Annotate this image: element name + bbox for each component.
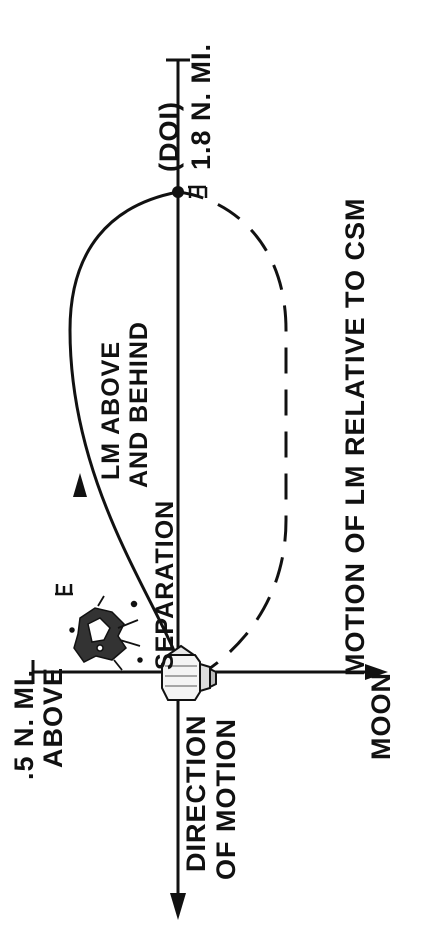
separation-label: SEPARATION [151, 500, 179, 670]
direction-label-line2: OF MOTION [211, 718, 241, 880]
doi-label: (DOI) [154, 101, 184, 172]
above-label-line1: .5 N. MI. [9, 669, 39, 780]
separation-debris-icon [70, 596, 142, 670]
moon-label: MOON [366, 672, 396, 760]
lm-icon-trajectory [55, 584, 73, 594]
lm-above-label-line1: LM ABOVE [97, 341, 125, 480]
doi-point [172, 186, 184, 198]
trajectory-arrowhead [73, 473, 87, 497]
relative-motion-path [178, 192, 286, 675]
lm-above-label-line2: AND BEHIND [125, 321, 153, 488]
relative-motion-label: MOTION OF LM RELATIVE TO CSM [340, 198, 370, 676]
direction-label-line1: DIRECTION [181, 715, 211, 873]
above-label-line2: ABOVE [38, 667, 68, 768]
direction-arrowhead [170, 893, 186, 920]
distance-label: 1.8 N. MI. [186, 43, 216, 170]
